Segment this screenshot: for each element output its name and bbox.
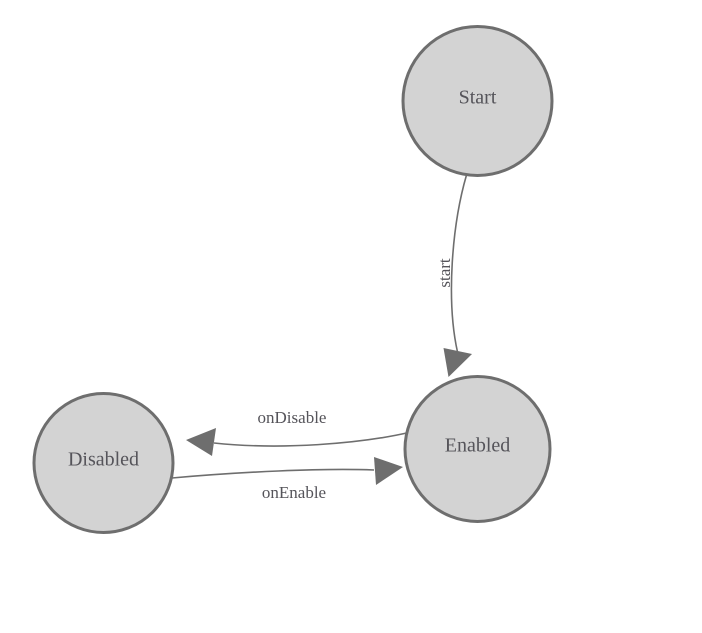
edge-start-to-enabled[interactable]: start bbox=[435, 174, 472, 377]
state-node-disabled-label: Disabled bbox=[68, 449, 139, 471]
state-node-enabled-circle bbox=[403, 375, 552, 523]
edge-disabled-to-enabled-arrowhead bbox=[374, 457, 403, 485]
state-node-enabled[interactable]: Enabled bbox=[403, 375, 552, 523]
edge-enabled-to-disabled-arrowhead bbox=[186, 428, 216, 456]
state-node-disabled-circle bbox=[32, 392, 175, 534]
state-node-start-label: Start bbox=[459, 87, 497, 109]
edge-disabled-to-enabled-path bbox=[171, 468, 375, 479]
edge-label-ondisable: onDisable bbox=[258, 408, 327, 427]
edge-enabled-to-disabled[interactable]: onDisable bbox=[186, 408, 412, 456]
edge-start-to-enabled-path bbox=[450, 174, 468, 353]
edge-enabled-to-disabled-path bbox=[213, 431, 412, 447]
edge-label-start: start bbox=[435, 258, 454, 288]
state-node-start-circle bbox=[401, 25, 554, 177]
state-node-start[interactable]: Start bbox=[401, 25, 554, 177]
state-node-enabled-label: Enabled bbox=[445, 435, 511, 457]
edge-label-onenable: onEnable bbox=[262, 483, 326, 502]
state-node-disabled[interactable]: Disabled bbox=[32, 392, 175, 534]
edge-disabled-to-enabled[interactable]: onEnable bbox=[171, 457, 403, 502]
edge-start-to-enabled-arrowhead bbox=[443, 348, 472, 377]
